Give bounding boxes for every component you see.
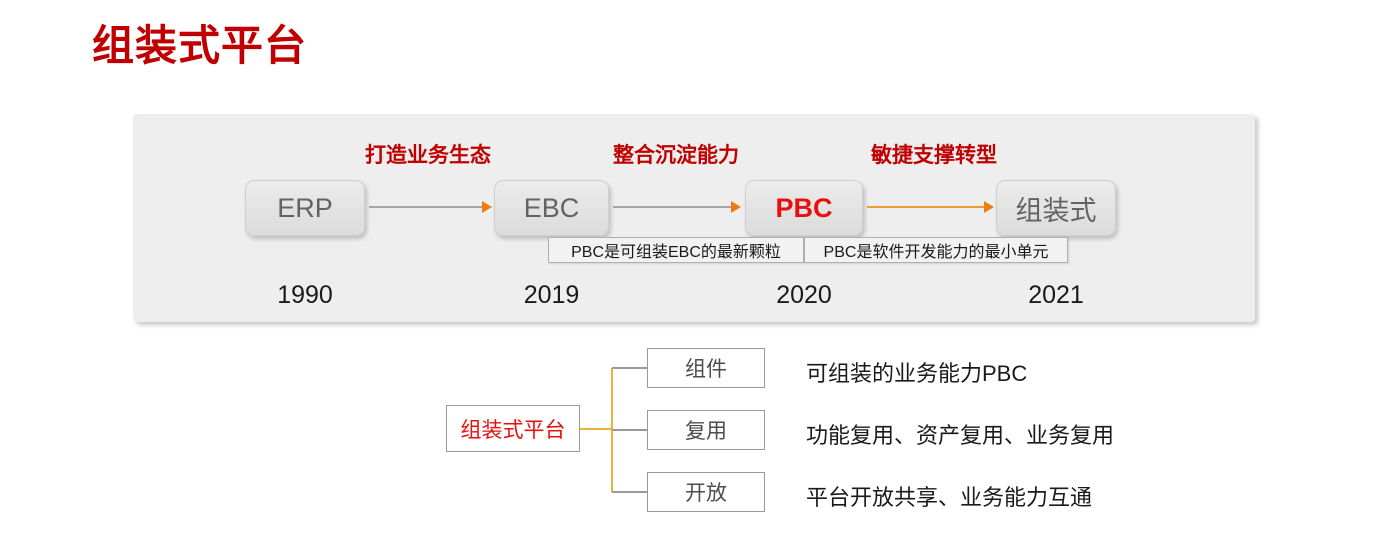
arrow-right-icon-1 <box>369 201 492 213</box>
arrow-head-1 <box>482 201 492 213</box>
tree-connector-root <box>580 428 612 430</box>
arrow-line-1 <box>369 206 483 208</box>
stage-label-1: 打造业务生态 <box>365 144 491 167</box>
tree-desc-reuse: 功能复用、资产复用、业务复用 <box>806 423 1115 448</box>
arrow-line-3 <box>867 206 985 208</box>
timeline-year-1: 1990 <box>277 281 333 309</box>
arrow-head-3 <box>984 201 994 213</box>
stage-label-2: 整合沉淀能力 <box>613 144 739 167</box>
arrow-line-2 <box>613 206 732 208</box>
timeline-node-erp[interactable]: ERP <box>245 180 365 236</box>
arrow-right-icon-3 <box>867 201 994 213</box>
tree-desc-open: 平台开放共享、业务能力互通 <box>806 485 1093 510</box>
arrow-head-2 <box>731 201 741 213</box>
timeline-node-ebc[interactable]: EBC <box>494 180 609 236</box>
timeline-node-pbc[interactable]: PBC <box>745 180 863 236</box>
page-title: 组装式平台 <box>92 22 308 69</box>
stage-label-3: 敏捷支撑转型 <box>871 144 997 167</box>
tree-root-node[interactable]: 组装式平台 <box>446 405 580 452</box>
note-box-1: PBC是可组装EBC的最新颗粒 <box>548 237 804 263</box>
timeline-node-assembled[interactable]: 组装式 <box>996 180 1116 236</box>
timeline-node-ebc-label: EBC <box>523 192 580 223</box>
arrow-right-icon-2 <box>613 201 741 213</box>
timeline-year-4: 2021 <box>1028 281 1084 309</box>
tree-node-open[interactable]: 开放 <box>647 472 765 512</box>
timeline-node-assembled-label: 组装式 <box>1015 195 1097 226</box>
timeline-node-pbc-label: PBC <box>775 192 833 223</box>
timeline-node-erp-label: ERP <box>277 192 333 223</box>
timeline-year-2: 2019 <box>523 281 580 309</box>
tree-node-component[interactable]: 组件 <box>647 348 765 388</box>
note-box-2: PBC是软件开发能力的最小单元 <box>804 237 1068 263</box>
tree-connector-branch-3 <box>612 491 648 493</box>
tree-desc-component: 可组装的业务能力PBC <box>806 361 1028 386</box>
timeline-year-3: 2020 <box>776 281 832 309</box>
tree-node-reuse[interactable]: 复用 <box>647 410 765 450</box>
tree-connector-branch-2 <box>612 429 648 431</box>
tree-connector-branch-1 <box>612 367 648 369</box>
